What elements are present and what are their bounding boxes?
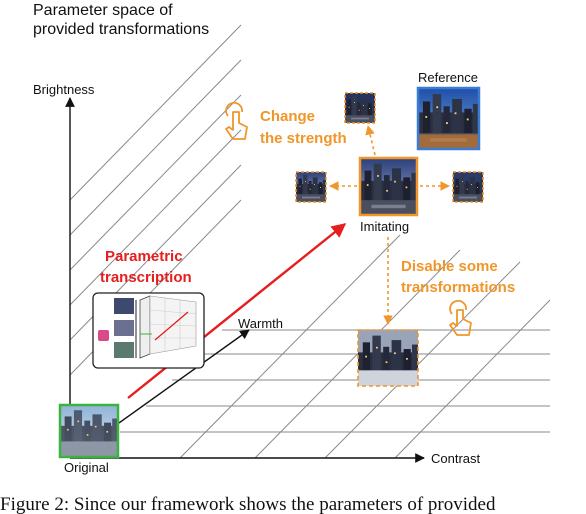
change-strength-line1: Change xyxy=(260,108,316,125)
parametric-arrow xyxy=(127,223,347,399)
disabled-result-image xyxy=(357,329,419,387)
figure-caption: Figure 2: Since our framework shows the … xyxy=(0,494,496,514)
figure-title-line2: provided transformations xyxy=(33,21,210,38)
grid-line xyxy=(179,234,401,459)
grid-line xyxy=(69,94,242,271)
transcription-panel xyxy=(92,292,205,369)
arrow-to-top xyxy=(365,125,376,156)
grid-line xyxy=(324,261,521,459)
stronger-image xyxy=(344,92,376,124)
grid-line xyxy=(69,24,242,201)
hand-icon xyxy=(449,299,472,336)
stronger-right-image xyxy=(452,171,484,203)
grid-line xyxy=(254,249,461,459)
original-label: Original xyxy=(64,460,109,475)
brightness-axis-label: Brightness xyxy=(33,82,95,97)
grid-line xyxy=(69,129,242,306)
reference-image xyxy=(416,86,481,151)
parametric-line1: Parametric xyxy=(105,248,183,265)
change-strength-line2: the strength xyxy=(260,130,347,147)
strength-arrows xyxy=(329,125,450,325)
disable-line2: transformations xyxy=(401,279,516,296)
imitating-label: Imitating xyxy=(360,219,410,234)
contrast-axis-label: Contrast xyxy=(431,451,481,466)
imitating-image xyxy=(358,156,419,217)
figure-title-line1: Parameter space of xyxy=(33,2,173,19)
grid-line xyxy=(394,299,551,459)
grid-lines xyxy=(69,24,551,459)
original-image xyxy=(58,403,120,459)
warmth-axis-label: Warmth xyxy=(238,316,284,331)
disable-line1: Disable some xyxy=(401,258,498,275)
hand-icon xyxy=(225,101,248,140)
parametric-line2: transcription xyxy=(100,269,192,286)
grid-line xyxy=(69,59,242,236)
reference-label: Reference xyxy=(418,70,478,85)
weaker-left-image xyxy=(295,171,327,203)
